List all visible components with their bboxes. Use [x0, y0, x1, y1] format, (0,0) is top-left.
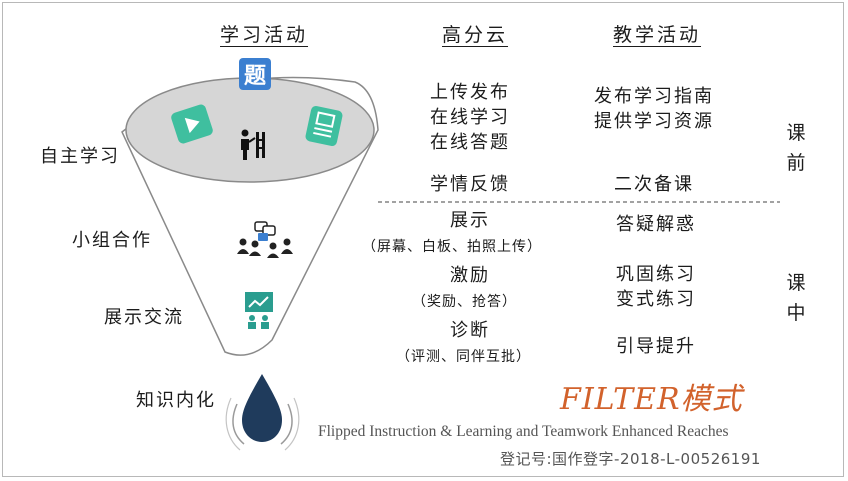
teacher-board-icon: [241, 129, 265, 160]
platform-reward: 激励: [450, 265, 490, 286]
platform-feedback: 学情反馈: [430, 174, 510, 195]
platform-reward-detail: （奖励、抢答）: [412, 294, 517, 310]
platform-show-detail: （屏幕、白板、拍照上传）: [362, 239, 542, 255]
question-icon-glyph: 题: [243, 63, 266, 89]
video-icon: [171, 104, 213, 144]
platform-diagnose-detail: （评测、同伴互批）: [396, 349, 531, 365]
header-student-activities: 学习活动: [220, 24, 309, 46]
water-drop-icon: [225, 374, 300, 451]
stage-self-study: 自主学习: [40, 146, 120, 167]
registration-number: 登记号:国作登字-2018-L-00526191: [500, 450, 761, 468]
teacher-guide: 发布学习指南: [594, 86, 714, 107]
presentation-icon: [245, 292, 273, 329]
teacher-variant: 变式练习: [616, 289, 696, 310]
teacher-answer: 答疑解惑: [616, 214, 696, 235]
platform-upload: 上传发布: [430, 82, 510, 103]
header-platform: 高分云: [442, 24, 509, 46]
phase-before-class: 课前: [786, 122, 806, 174]
group-discussion-icon: [237, 221, 293, 258]
teacher-elevate: 引导提升: [616, 336, 696, 357]
platform-online-quiz: 在线答题: [430, 132, 510, 153]
stage-group-work: 小组合作: [72, 230, 152, 251]
brand-title: FILTER模式: [560, 382, 743, 417]
question-icon: 题: [239, 58, 271, 90]
platform-diagnose: 诊断: [450, 320, 490, 341]
brand-english-name: Flipped Instruction & Learning and Teamw…: [318, 423, 729, 440]
stage-internalize: 知识内化: [136, 390, 216, 411]
teacher-second-prep: 二次备课: [614, 174, 694, 195]
platform-show: 展示: [450, 210, 490, 231]
teacher-resources: 提供学习资源: [594, 111, 714, 132]
document-icon: [305, 105, 343, 147]
platform-online-study: 在线学习: [430, 107, 510, 128]
header-teacher-activities: 教学活动: [613, 24, 702, 46]
phase-during-class: 课中: [786, 272, 806, 324]
stage-presentation: 展示交流: [104, 307, 184, 328]
teacher-consolidate: 巩固练习: [616, 264, 696, 285]
